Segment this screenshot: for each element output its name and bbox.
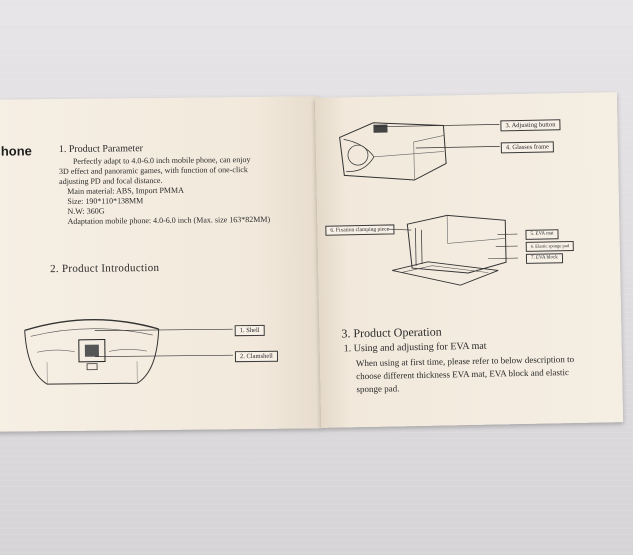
product-introduction-heading: 2. Product Introduction <box>49 261 160 276</box>
callout-clamshell: 2. Clamshell <box>234 350 278 363</box>
right-page: 3. Adjusting button 4. Glasses frame 6. … <box>314 92 624 428</box>
callout-fixation-clamping-piece: 6. Fixation clamping piece <box>325 224 395 236</box>
leader-lines-top <box>375 124 500 149</box>
callout-glasses-frame: 4. Glasses frame <box>500 141 555 154</box>
eva-mat-instructions: When using at first time, please refer t… <box>355 354 575 395</box>
callout-shell: 1. Shell <box>234 324 265 337</box>
left-page: hone 1. Product Parameter Perfectly adap… <box>0 96 322 432</box>
headset-exploded-drawing <box>387 214 518 286</box>
headset-front-drawing <box>24 318 160 385</box>
eva-mat-subheading: 1. Using and adjusting for EVA mat <box>343 340 487 355</box>
spec-phone: Adaptation mobile phone: 4.0-6.0 inch (M… <box>67 214 271 226</box>
product-parameter-section: 1. Product Parameter Perfectly adapt to … <box>59 142 312 227</box>
product-parameter-heading: 1. Product Parameter <box>58 143 143 156</box>
callout-adjusting-button: 3. Adjusting button <box>500 119 561 132</box>
callout-elastic-sponge-pad: 6. Elastic sponge pad <box>525 240 575 252</box>
product-operation-section: 3. Product Operation 1. Using and adjust… <box>341 321 612 396</box>
instruction-booklet: hone 1. Product Parameter Perfectly adap… <box>0 88 633 448</box>
callout-eva-block: 7. EVA block <box>525 253 563 264</box>
leader-lines-left <box>94 328 233 358</box>
callout-eva-mat: 5. EVA mat <box>525 229 559 240</box>
page-edge-title: hone <box>0 143 32 159</box>
